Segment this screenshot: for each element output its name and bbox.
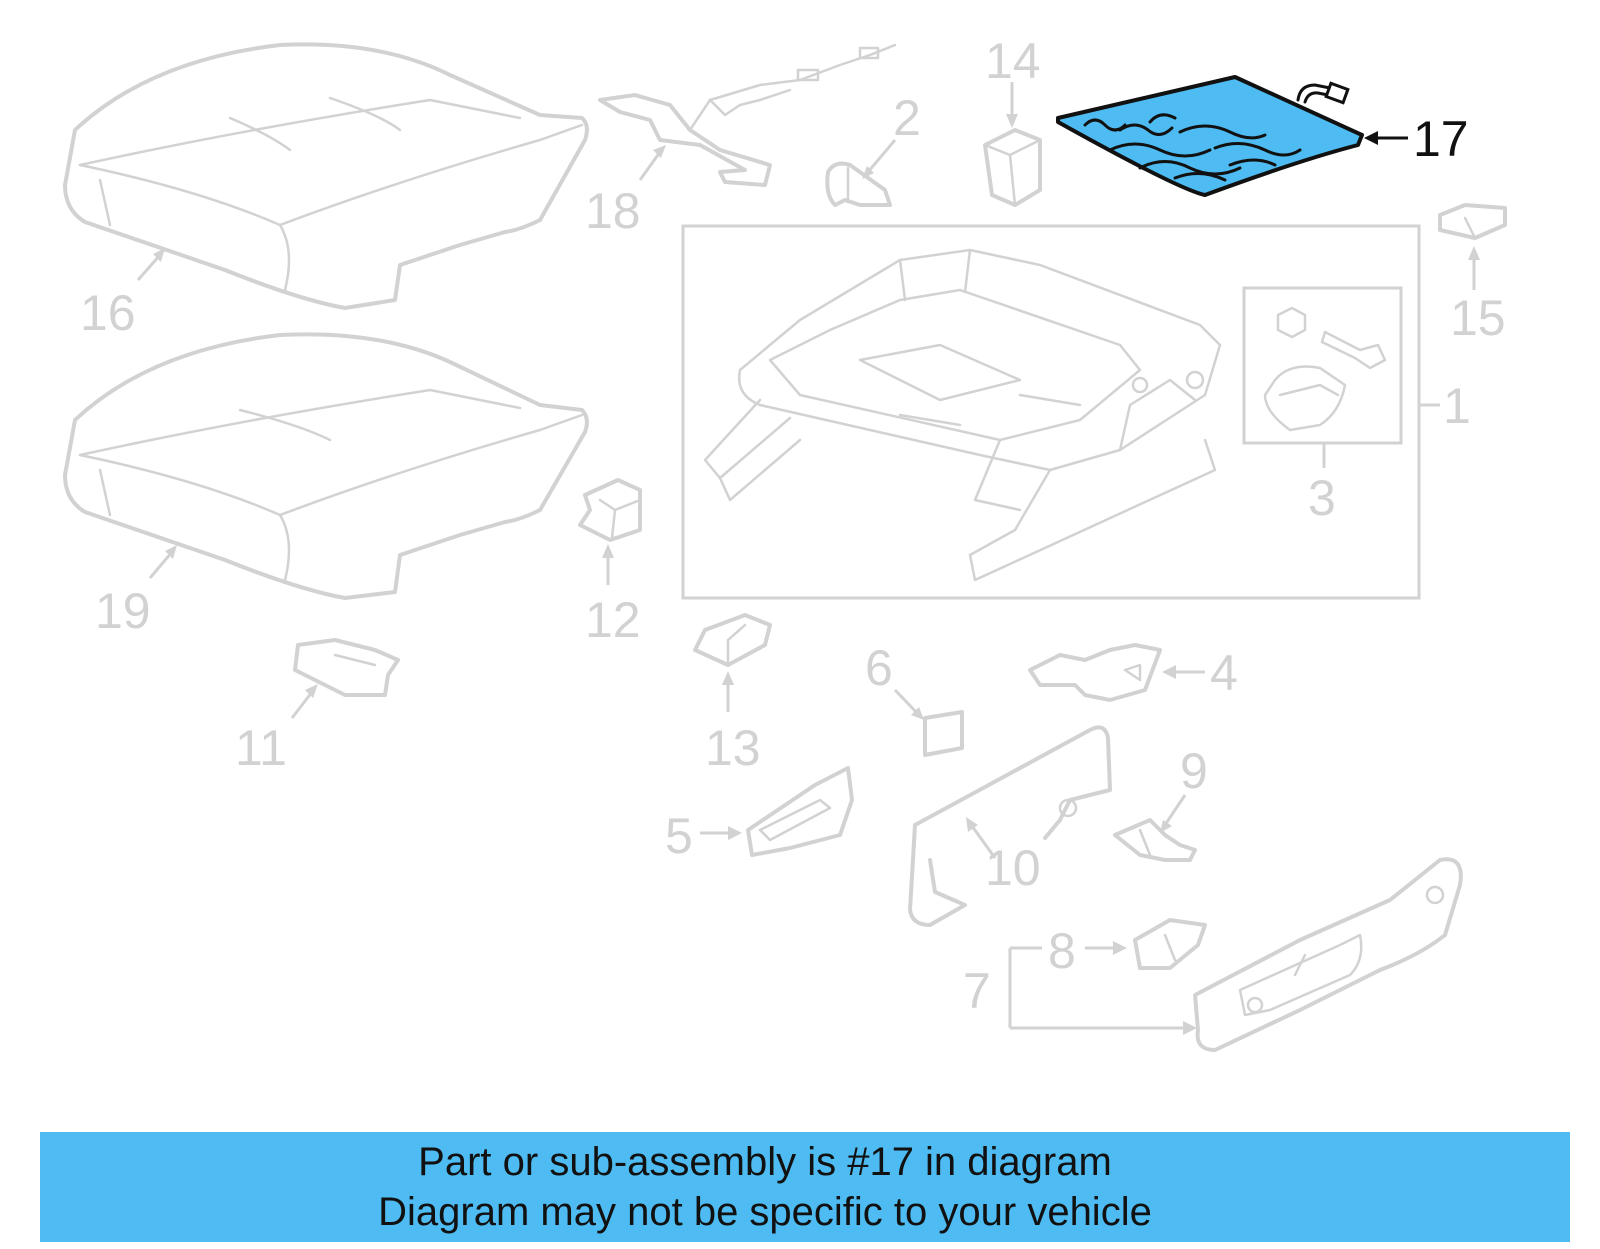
callout-2: 2	[862, 90, 921, 179]
part-17-seat-heater[interactable]	[1056, 75, 1364, 197]
part-2-clip[interactable]	[825, 161, 892, 207]
callout-15: 15	[1450, 246, 1506, 346]
callout-4: 4	[1162, 645, 1238, 701]
callout-8: 8	[1048, 923, 1127, 979]
part-8-clip[interactable]	[1133, 918, 1207, 970]
part-13-cover[interactable]	[693, 613, 772, 667]
svg-text:6: 6	[865, 640, 893, 696]
svg-text:1: 1	[1443, 378, 1471, 434]
part-5-trim[interactable]	[746, 766, 854, 857]
svg-text:5: 5	[665, 808, 693, 864]
callout-17: 17	[1364, 111, 1469, 167]
part-14-cap[interactable]	[983, 128, 1042, 207]
part-12-bracket[interactable]	[578, 478, 642, 542]
part-10-lever[interactable]	[908, 725, 1112, 927]
part-16-seat-cushion[interactable]	[63, 42, 589, 310]
svg-text:17: 17	[1413, 111, 1469, 167]
callout-14: 14	[985, 33, 1041, 128]
part-15-clip[interactable]	[1438, 203, 1507, 240]
caption-band: Part or sub-assembly is #17 in diagram D…	[40, 1132, 1570, 1242]
callout-11: 11	[235, 684, 318, 776]
callout-13: 13	[705, 671, 761, 776]
callout-3: 3	[1308, 443, 1336, 526]
callout-19: 19	[95, 545, 177, 639]
part-18-wire-harness[interactable]	[598, 43, 897, 187]
svg-text:12: 12	[585, 592, 641, 648]
callout-10: 10	[966, 817, 1041, 896]
callout-7: 7	[963, 946, 1197, 1035]
part-11-cover[interactable]	[293, 638, 400, 697]
part-4-bracket[interactable]	[1028, 643, 1162, 702]
svg-text:8: 8	[1048, 923, 1076, 979]
svg-text:11: 11	[235, 720, 287, 776]
svg-text:13: 13	[705, 720, 761, 776]
part-19-seat-pad[interactable]	[63, 332, 589, 600]
part-3-hardware-kit[interactable]	[1242, 286, 1403, 445]
svg-text:15: 15	[1450, 290, 1506, 346]
part-6-cap[interactable]	[923, 710, 964, 757]
svg-text:4: 4	[1210, 645, 1238, 701]
svg-text:7: 7	[963, 963, 991, 1019]
svg-text:2: 2	[893, 90, 921, 146]
callout-12: 12	[585, 544, 641, 648]
svg-text:14: 14	[985, 33, 1041, 89]
callout-18: 18	[585, 145, 666, 239]
part-1-seat-frame-assembly[interactable]	[681, 224, 1421, 600]
part-7-side-shield[interactable]	[1193, 857, 1463, 1052]
svg-text:3: 3	[1308, 470, 1336, 526]
callout-16: 16	[80, 248, 165, 341]
svg-text:16: 16	[80, 285, 136, 341]
svg-text:10: 10	[985, 840, 1041, 896]
callout-1: 1	[1419, 378, 1471, 434]
caption-line-2: Diagram may not be specific to your vehi…	[378, 1190, 1152, 1234]
callout-9: 9	[1160, 743, 1208, 833]
callout-5: 5	[665, 808, 742, 864]
part-9-clip[interactable]	[1113, 818, 1197, 862]
svg-text:9: 9	[1180, 743, 1208, 799]
callout-6: 6	[865, 640, 924, 720]
caption-line-1: Part or sub-assembly is #17 in diagram	[418, 1140, 1112, 1184]
svg-text:19: 19	[95, 583, 151, 639]
svg-text:18: 18	[585, 183, 641, 239]
